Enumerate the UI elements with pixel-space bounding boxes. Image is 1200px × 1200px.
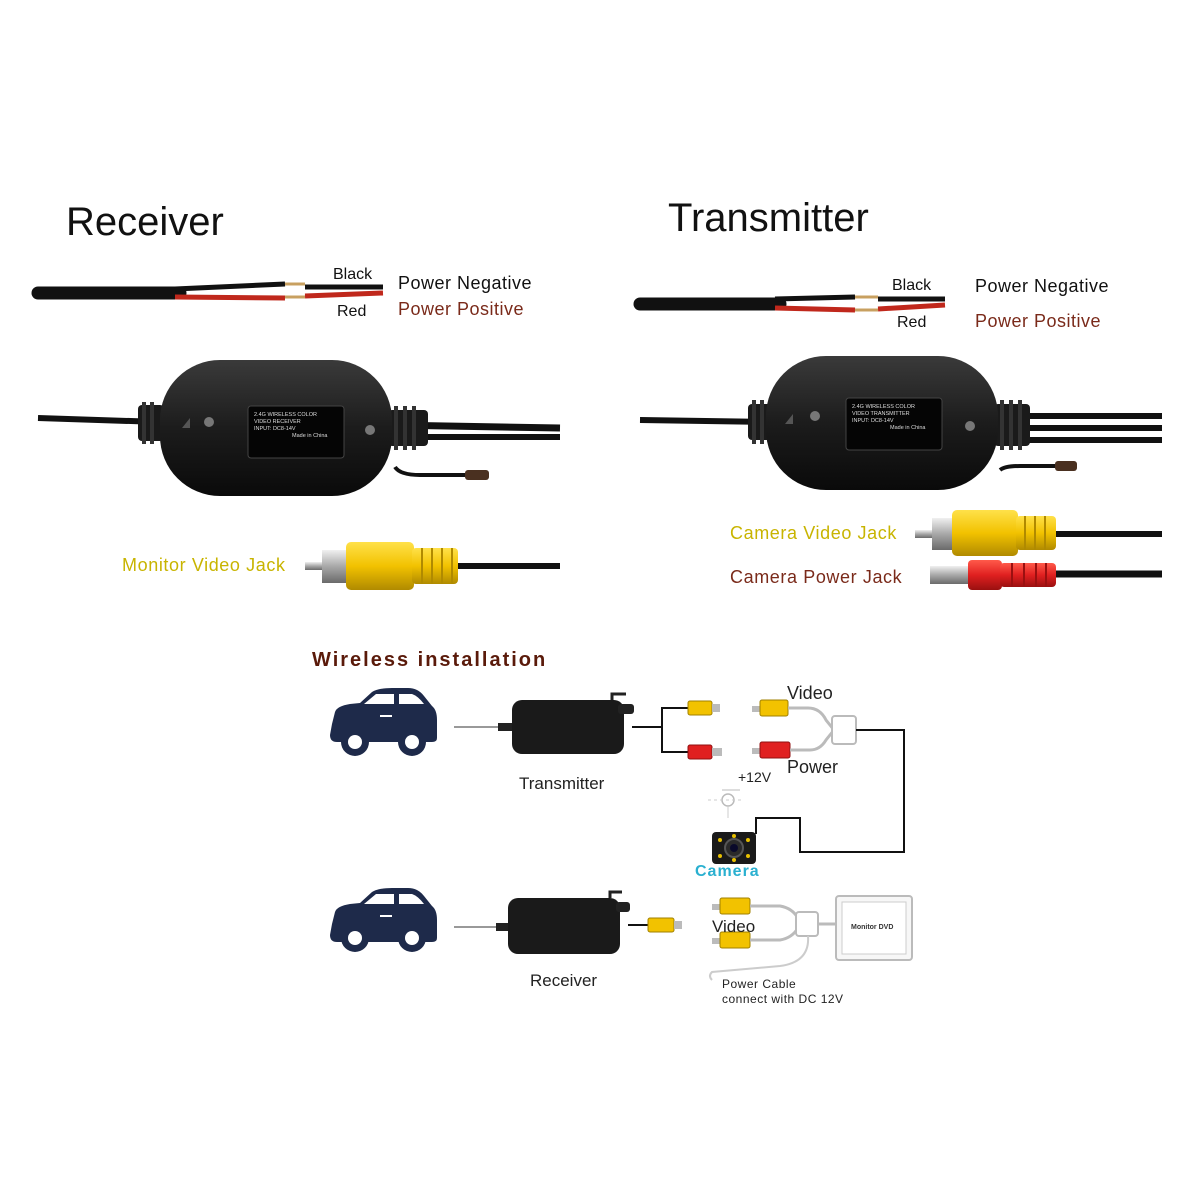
installation-power-cable-line2: connect with DC 12V	[722, 992, 844, 1006]
monitor-icon	[835, 895, 913, 961]
installation-video-label-2: Video	[712, 917, 756, 936]
receiver-module	[37, 360, 561, 496]
module-text-line: Made in China	[292, 433, 328, 439]
module-text-line: INPUT: DC8-14V	[254, 426, 296, 432]
installation-video-label: Video	[787, 683, 833, 703]
receiver-title: Receiver	[66, 200, 224, 244]
module-text-line: VIDEO RECEIVER	[254, 419, 301, 425]
transmitter-power-wires	[633, 294, 946, 313]
installation-power-label: Power	[787, 757, 839, 777]
transmitter-black-label: Black	[892, 277, 932, 294]
installation-monitor-label: Monitor DVD	[851, 924, 894, 931]
transmitter-red-label: Red	[897, 314, 927, 331]
module-text-line: INPUT: DC8-14V	[852, 418, 894, 424]
installation-transmitter-unit	[454, 692, 722, 760]
transmitter-camera-video-jack	[915, 510, 1162, 556]
receiver-power-negative: Power Negative	[398, 273, 533, 293]
camera-video-jack-label: Camera Video Jack	[730, 523, 897, 543]
module-text-line: 2.4G WIRELESS COLOR	[254, 412, 317, 418]
installation-transmitter-label: Transmitter	[519, 774, 605, 793]
installation-receiver-label: Receiver	[530, 971, 598, 990]
receiver-red-label: Red	[337, 303, 367, 320]
transmitter-camera-power-jack	[930, 560, 1162, 590]
module-text-line: VIDEO TRANSMITTER	[852, 411, 910, 417]
installation-12v-label: +12V	[738, 769, 772, 785]
receiver-power-positive: Power Positive	[398, 299, 525, 319]
transmitter-power-negative: Power Negative	[975, 276, 1110, 296]
installation-camera-cable	[708, 699, 905, 853]
installation-power-cable-line1: Power Cable	[722, 977, 797, 991]
installation-receiver-unit	[454, 890, 682, 954]
receiver-black-label: Black	[333, 266, 373, 283]
transmitter-module-label: 2.4G WIRELESS COLOR VIDEO TRANSMITTER IN…	[852, 404, 925, 432]
transmitter-title: Transmitter	[668, 196, 869, 240]
installation-monitor-cable	[709, 897, 838, 981]
installation-camera-label: Camera	[695, 863, 760, 880]
receiver-power-wires	[31, 281, 384, 301]
receiver-video-jack	[305, 542, 560, 590]
transmitter-power-positive: Power Positive	[975, 311, 1102, 331]
module-text-line: Made in China	[890, 425, 926, 431]
camera-power-jack-label: Camera Power Jack	[730, 567, 903, 587]
camera-icon	[712, 832, 756, 864]
installation-title: Wireless installation	[312, 649, 548, 671]
car-icon	[330, 688, 437, 756]
transmitter-module	[639, 356, 1162, 490]
receiver-module-label: 2.4G WIRELESS COLOR VIDEO RECEIVER INPUT…	[254, 412, 327, 440]
monitor-video-jack-label: Monitor Video Jack	[122, 555, 286, 575]
car-icon	[330, 888, 437, 952]
module-text-line: 2.4G WIRELESS COLOR	[852, 404, 915, 410]
